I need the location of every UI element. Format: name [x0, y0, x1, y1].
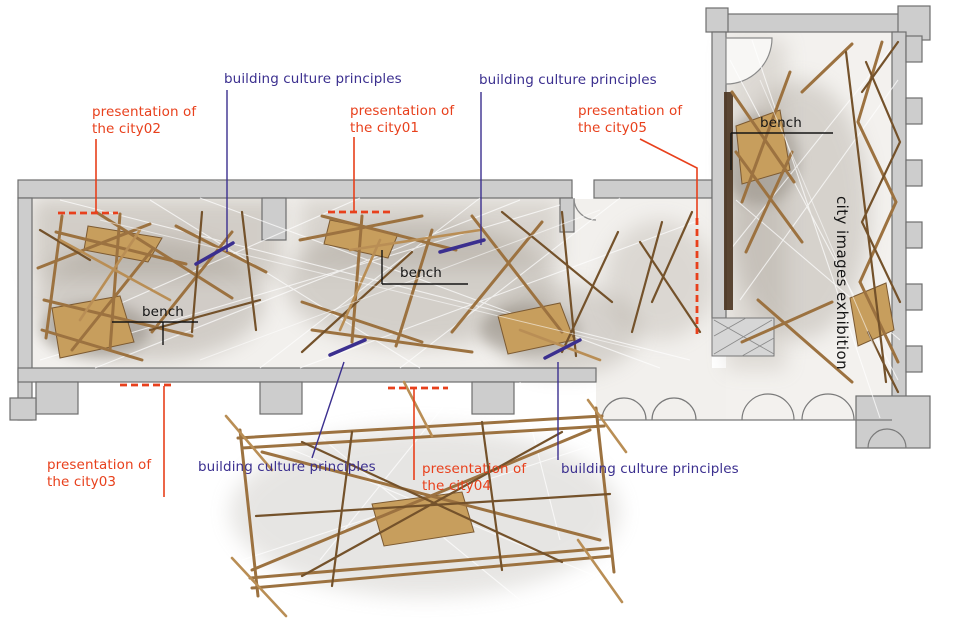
label-principles-top-left: building culture principles	[224, 71, 402, 87]
label-presentation-city02: presentation of the city02	[92, 104, 197, 138]
installation-bay1	[36, 210, 268, 362]
label-presentation-city04: presentation of the city04	[422, 461, 527, 495]
stair-hatch	[711, 317, 775, 357]
label-bench-hall-left: bench	[142, 304, 184, 320]
label-bench-hall-center: bench	[400, 265, 442, 281]
label-presentation-city01: presentation of the city01	[350, 103, 455, 137]
label-presentation-city05: presentation of the city05	[578, 103, 683, 137]
label-city-images-exhibition: city images exhibition	[833, 196, 851, 370]
wood-installations	[36, 40, 902, 618]
walls	[9, 5, 931, 449]
string-lines-over	[99, 79, 881, 361]
doors-and-arches	[573, 37, 907, 449]
presentation-markers	[58, 137, 699, 497]
principles-markers	[194, 90, 582, 460]
label-principles-top-right: building culture principles	[479, 72, 657, 88]
label-principles-bottom-left: building culture principles	[198, 459, 376, 475]
bench-markers	[112, 132, 833, 345]
label-bench-wing: bench	[760, 115, 802, 131]
installation-outdoor	[224, 380, 628, 618]
installation-bay2	[298, 210, 702, 362]
label-principles-bottom-right: building culture principles	[561, 461, 739, 477]
label-presentation-city03: presentation of the city03	[47, 457, 152, 491]
installation-wing	[724, 40, 902, 394]
